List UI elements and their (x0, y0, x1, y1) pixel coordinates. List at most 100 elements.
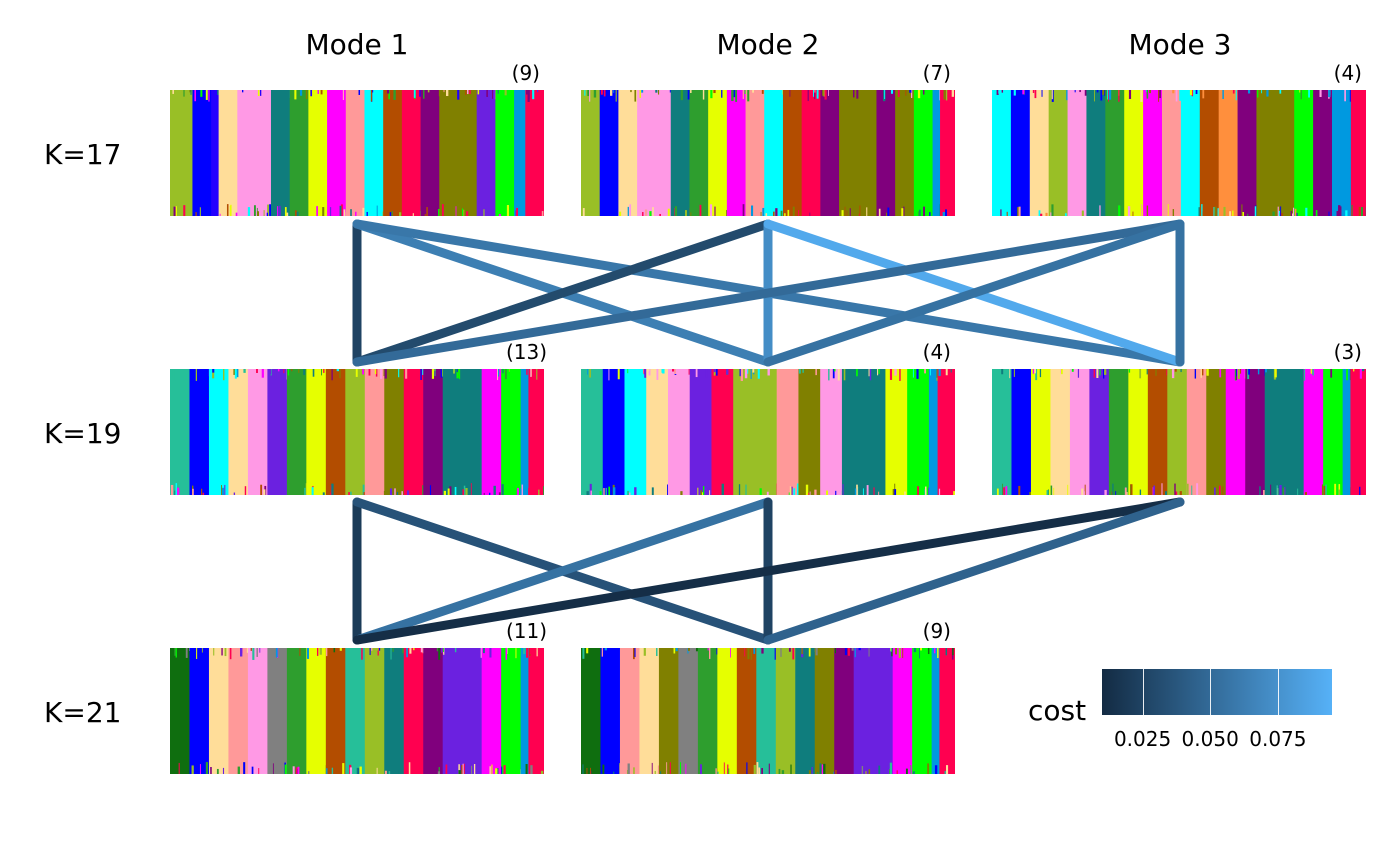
admixture-sliver (190, 90, 192, 95)
cluster-segment (992, 369, 1013, 495)
admixture-sliver (1146, 90, 1149, 99)
admixture-sliver (1299, 90, 1301, 93)
admixture-sliver (996, 488, 999, 495)
admixture-sliver (457, 90, 460, 100)
admixture-sliver (290, 90, 292, 101)
admixture-sliver (445, 764, 448, 774)
admixture-sliver (854, 648, 856, 658)
cluster-segment (528, 648, 544, 774)
admixture-sliver (526, 369, 528, 375)
admixture-sliver (437, 771, 441, 774)
cluster-segment (1206, 369, 1227, 495)
admixture-sliver (629, 492, 631, 495)
admixture-sliver (1159, 90, 1161, 99)
admixture-sliver (731, 90, 734, 102)
admixture-sliver (1096, 369, 1099, 379)
cluster-segment (442, 648, 483, 774)
admixture-sliver (884, 90, 886, 99)
cluster-segment (599, 90, 619, 216)
admixture-sliver (811, 766, 813, 774)
cluster-segment (776, 369, 800, 495)
admixture-sliver (339, 369, 341, 379)
admixture-sliver (406, 648, 408, 658)
admixture-sliver (759, 488, 762, 495)
admixture-sliver (216, 768, 219, 774)
cluster-segment (401, 90, 422, 216)
admixture-sliver (599, 491, 602, 495)
colorbar-tick-label: 0.025 (1113, 727, 1172, 751)
admixture-sliver (582, 648, 585, 659)
admixture-sliver (189, 90, 192, 93)
cluster-segment (913, 90, 934, 216)
admixture-sliver (634, 90, 637, 102)
admixture-sliver (406, 490, 410, 495)
cluster-segment (208, 369, 230, 495)
admixture-sliver (270, 648, 272, 656)
admixture-sliver (1081, 488, 1084, 495)
admixture-sliver (701, 213, 703, 216)
admixture-sliver (388, 771, 391, 774)
admixture-sliver (703, 486, 705, 495)
admixture-sliver (1050, 485, 1053, 495)
admixture-sliver (944, 770, 946, 774)
admixture-sliver (673, 648, 676, 654)
admixture-sliver (1112, 483, 1114, 495)
admixture-sliver (721, 483, 724, 495)
admixture-sliver (530, 369, 532, 377)
cluster-segment (939, 648, 955, 774)
admixture-sliver (916, 369, 919, 379)
cluster-segment (834, 648, 855, 774)
cluster-segment (841, 369, 887, 495)
admixture-sliver (687, 648, 689, 654)
admixture-sliver (745, 484, 747, 495)
admixture-sliver (756, 762, 759, 774)
structure-plot-k17-mode2 (581, 90, 955, 216)
admixture-sliver (586, 491, 589, 495)
cluster-segment (602, 369, 626, 495)
admixture-sliver (824, 90, 827, 100)
admixture-sliver (438, 767, 440, 774)
cluster-segment (689, 369, 713, 495)
admixture-sliver (339, 205, 342, 216)
admixture-sliver (674, 764, 677, 774)
admixture-sliver (263, 210, 265, 216)
admixture-sliver (427, 90, 430, 93)
admixture-sliver (1192, 208, 1195, 216)
admixture-sliver (424, 213, 426, 216)
admixture-sliver (1279, 484, 1282, 495)
cluster-segment (345, 90, 366, 216)
admixture-sliver (942, 212, 945, 216)
admixture-sliver (1232, 90, 1235, 94)
admixture-sliver (1099, 205, 1101, 216)
cluster-segment (689, 90, 709, 216)
admixture-sliver (603, 488, 605, 495)
admixture-sliver (208, 90, 210, 102)
admixture-sliver (746, 369, 749, 374)
admixture-sliver (194, 90, 197, 102)
cluster-segment (286, 369, 307, 495)
admixture-sliver (173, 206, 176, 216)
admixture-sliver (905, 768, 908, 774)
mode-alignment-edge (352, 219, 773, 367)
admixture-sliver (256, 648, 258, 657)
admixture-sliver (1338, 489, 1341, 495)
admixture-sliver (846, 90, 848, 97)
cluster-segment (1067, 90, 1088, 216)
admixture-sliver (738, 484, 741, 495)
admixture-sliver (808, 770, 811, 774)
admixture-sliver (687, 90, 690, 100)
cluster-segment (764, 90, 784, 216)
admixture-sliver (1310, 369, 1313, 374)
admixture-sliver (1016, 90, 1018, 95)
admixture-sliver (1103, 369, 1105, 379)
admixture-sliver (1140, 90, 1143, 102)
admixture-sliver (441, 369, 444, 377)
admixture-sliver (257, 211, 259, 216)
cluster-segment (992, 90, 1012, 216)
admixture-sliver (1115, 491, 1117, 495)
admixture-sliver (322, 207, 325, 216)
cluster-segment (1128, 369, 1149, 495)
admixture-sliver (516, 487, 520, 495)
admixture-sliver (750, 648, 752, 660)
admixture-sliver (801, 648, 803, 655)
